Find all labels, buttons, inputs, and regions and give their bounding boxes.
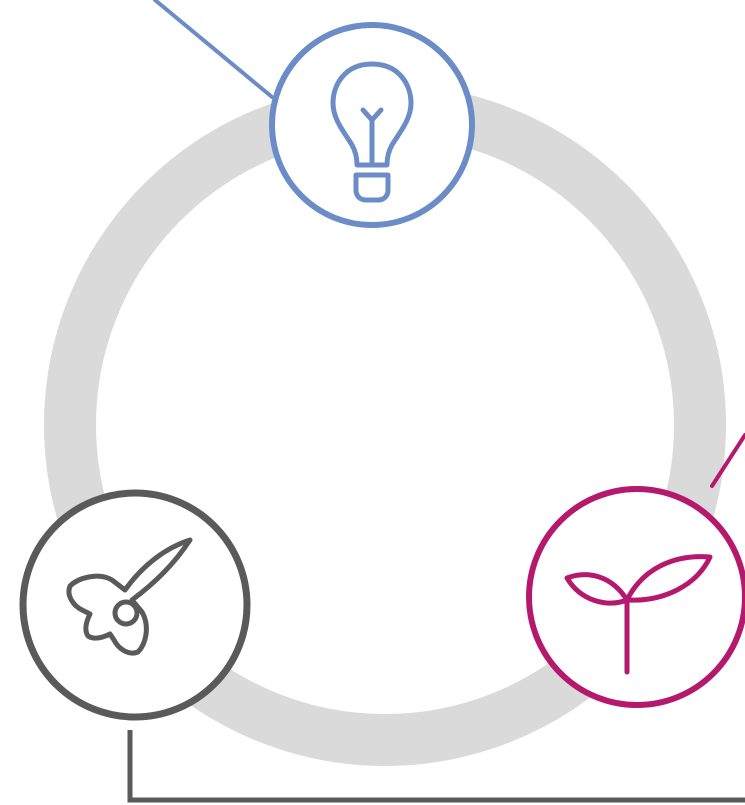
node-launch[interactable]	[19, 489, 251, 721]
connector-line-growth	[710, 433, 745, 488]
connector-line-launch	[127, 730, 745, 803]
rocket-icon	[66, 537, 193, 656]
node-idea[interactable]	[269, 22, 475, 228]
lightbulb-icon	[330, 61, 414, 203]
connector-line-idea	[153, 0, 274, 99]
node-growth-circle	[526, 486, 745, 708]
node-growth[interactable]	[526, 486, 745, 708]
sprout-icon	[564, 554, 713, 675]
